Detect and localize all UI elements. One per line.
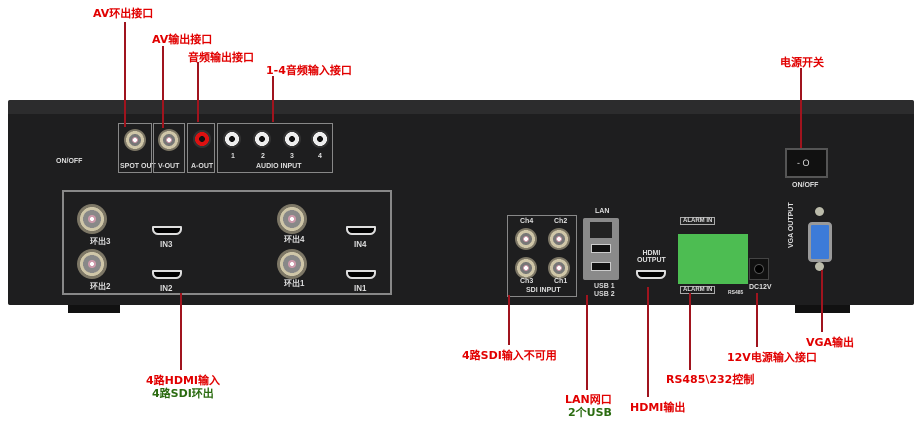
bnc-connector [124,129,146,151]
a-out-port[interactable]: A-OUT [187,123,215,173]
rca-connector[interactable] [311,130,329,148]
pointer-line [180,293,182,370]
foot [68,305,120,313]
hdmi-in-2[interactable] [152,270,182,279]
loop-label: 环出1 [284,279,305,288]
sdi-loop-out-1[interactable] [277,249,307,279]
power-switch[interactable]: - O [785,148,828,178]
sdi-input-ch1[interactable] [548,257,570,279]
label-hdmi-in: 4路HDMI输入 [146,374,221,387]
label-sdi-loop: 4路SDI环出 [152,387,214,400]
hdmi-in-label: IN2 [160,284,173,293]
label-usb: 2个USB [568,406,612,419]
sdi-ch-label: Ch4 [520,218,534,225]
spot-out-label: SPOT OUT [120,163,156,170]
hdmi-in-label: IN3 [160,240,173,249]
sdi-input-label: SDI INPUT [526,287,561,294]
alarm-terminal-block[interactable] [678,234,748,284]
v-out-label: V-OUT [158,163,180,170]
sdi-input-group: Ch4 Ch2 Ch3 Ch1 SDI INPUT [507,215,577,297]
jack-hole [754,264,764,274]
dc12v-label: DC12V [749,284,772,291]
on-off-label: ON/OFF [56,158,83,165]
audio-num: 4 [318,153,322,160]
rca-connector[interactable] [283,130,301,148]
lan-label: LAN [595,208,610,215]
spot-out-port[interactable]: SPOT OUT [118,123,156,173]
pointer-line [162,46,164,128]
label-rs485: RS485\232控制 [666,373,755,386]
loop-label: 环出4 [284,235,305,244]
audio-num: 3 [290,153,294,160]
label-dc12v: 12V电源输入接口 [727,351,817,364]
rca-connector [193,130,211,148]
pointer-line [124,22,126,127]
label-hdmi-out: HDMI输出 [630,401,686,414]
sdi-ch-label: Ch2 [554,218,568,225]
sdi-ch-label: Ch3 [520,278,534,285]
sdi-loop-out-4[interactable] [277,204,307,234]
hdmi-output-port[interactable] [636,270,666,279]
label-vga: VGA输出 [806,336,855,349]
bnc-connector [158,129,180,151]
pointer-line [586,295,588,390]
sdi-ch-label: Ch1 [554,278,568,285]
label-power-switch: 电源开关 [780,56,824,69]
sdi-loop-out-2[interactable] [77,249,107,279]
lan-port[interactable] [590,222,612,238]
rca-connector[interactable] [253,130,271,148]
screw-icon [815,207,824,216]
sdi-input-ch2[interactable] [548,228,570,250]
hdmi-input-group: 环出3 环出2 环出4 环出1 IN3 IN2 IN4 IN1 [62,190,392,295]
pointer-line [756,293,758,347]
dc12v-jack[interactable] [749,258,769,280]
pointer-line [800,68,802,148]
vga-output-label: VGA OUTPUT [788,202,795,248]
on-off-label: ON/OFF [792,182,819,189]
hdmi-output-label: HDMI OUTPUT [637,250,666,264]
audio-num: 1 [231,153,235,160]
hdmi-in-3[interactable] [152,226,182,235]
loop-label: 环出3 [90,237,111,246]
pointer-line [647,287,649,397]
pointer-line [272,76,274,122]
hdmi-in-4[interactable] [346,226,376,235]
hdmi-in-label: IN1 [354,284,367,293]
sdi-loop-out-3[interactable] [77,204,107,234]
screw-icon [815,262,824,271]
label-audio-out: 音频输出接口 [188,51,254,64]
vga-port[interactable] [808,222,832,262]
switch-mark: - O [797,158,810,168]
usb2-label: USB 2 [594,291,615,298]
label-sdi-in: 4路SDI输入不可用 [462,349,557,362]
pointer-line [197,62,199,122]
alarm-in-label: ALARM IN [680,286,716,294]
hdmi-in-1[interactable] [346,270,376,279]
usb-port-1[interactable] [591,244,611,253]
label-lan: LAN网口 [565,393,612,406]
label-av-out: AV输出接口 [152,33,213,46]
audio-input-ports: 1 2 3 4 AUDIO INPUT [217,123,333,173]
lan-usb-block [583,218,619,280]
audio-input-label: AUDIO INPUT [256,163,302,170]
label-av-loop-out: AV环出接口 [93,7,154,20]
rca-connector[interactable] [223,130,241,148]
rs485-label: RS485 [728,290,744,296]
usb-port-2[interactable] [591,262,611,271]
v-out-port[interactable]: V-OUT [153,123,185,173]
pointer-line [689,293,691,370]
sdi-input-ch3[interactable] [515,257,537,279]
usb1-label: USB 1 [594,283,615,290]
hdmi-in-label: IN4 [354,240,367,249]
label-audio-in: 1-4音频输入接口 [266,64,352,77]
pointer-line [508,295,510,345]
audio-num: 2 [261,153,265,160]
alarm-in-label: ALARM IN [680,217,716,225]
loop-label: 环出2 [90,282,111,291]
sdi-input-ch4[interactable] [515,228,537,250]
a-out-label: A-OUT [191,163,214,170]
pointer-line [821,270,823,332]
